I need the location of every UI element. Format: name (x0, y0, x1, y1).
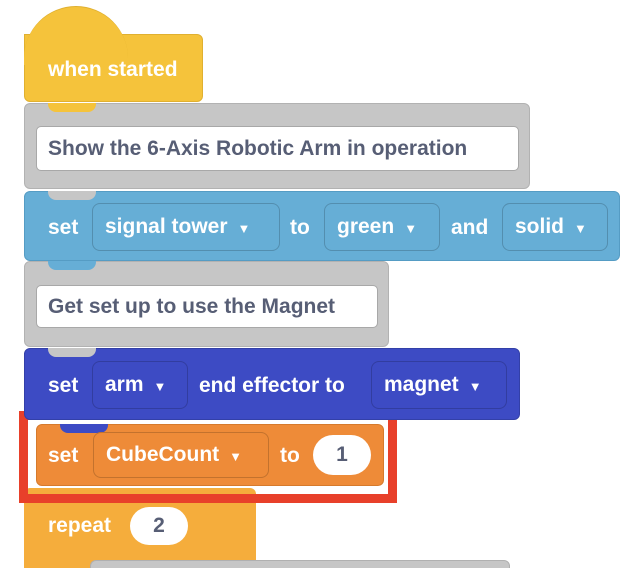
set-variable-label: set (48, 444, 79, 467)
when-started-label: when started (48, 58, 178, 81)
when-started-cap (24, 6, 128, 65)
effector-dropdown[interactable]: magnet ▼ (371, 361, 507, 409)
signal-mode-dropdown[interactable]: solid ▼ (502, 203, 608, 251)
repeat-label: repeat (48, 514, 112, 537)
repeat-count-input[interactable]: 2 (130, 507, 188, 545)
end-effector-to-label: end effector to (199, 374, 345, 397)
comment-block-magnet-notch (48, 261, 96, 270)
chevron-down-icon: ▼ (229, 448, 243, 464)
set-end-effector-notch (48, 348, 96, 357)
comment-text-intro[interactable]: Show the 6-Axis Robotic Arm in operation (36, 126, 519, 171)
effector-text: magnet (384, 373, 459, 396)
chevron-down-icon: ▼ (468, 378, 482, 394)
repeat-inner-block[interactable] (90, 560, 510, 568)
signal-to-label: to (290, 216, 310, 239)
signal-tower-text: signal tower (105, 215, 228, 238)
signal-mode-text: solid (515, 215, 565, 238)
signal-and-label: and (451, 216, 489, 239)
set-end-effector-label: set (48, 374, 79, 397)
comment-text-magnet[interactable]: Get set up to use the Magnet (36, 285, 378, 328)
chevron-down-icon: ▼ (404, 220, 418, 236)
variable-to-label: to (280, 444, 300, 467)
comment-block-intro-notch (48, 103, 96, 112)
arm-text: arm (105, 373, 144, 396)
chevron-down-icon: ▼ (574, 220, 587, 236)
set-signal-label: set (48, 216, 79, 239)
variable-name-dropdown[interactable]: CubeCount ▼ (93, 432, 269, 478)
chevron-down-icon: ▼ (153, 378, 167, 394)
set-variable-notch (60, 424, 108, 433)
set-signal-tower-notch (48, 191, 96, 200)
variable-value-input[interactable]: 1 (313, 435, 371, 475)
signal-color-text: green (337, 215, 395, 238)
highlight-box (19, 411, 397, 503)
signal-color-dropdown[interactable]: green ▼ (324, 203, 440, 251)
variable-name-text: CubeCount (106, 443, 220, 466)
chevron-down-icon: ▼ (237, 220, 251, 236)
signal-tower-dropdown[interactable]: signal tower ▼ (92, 203, 280, 251)
arm-dropdown[interactable]: arm ▼ (92, 361, 188, 409)
